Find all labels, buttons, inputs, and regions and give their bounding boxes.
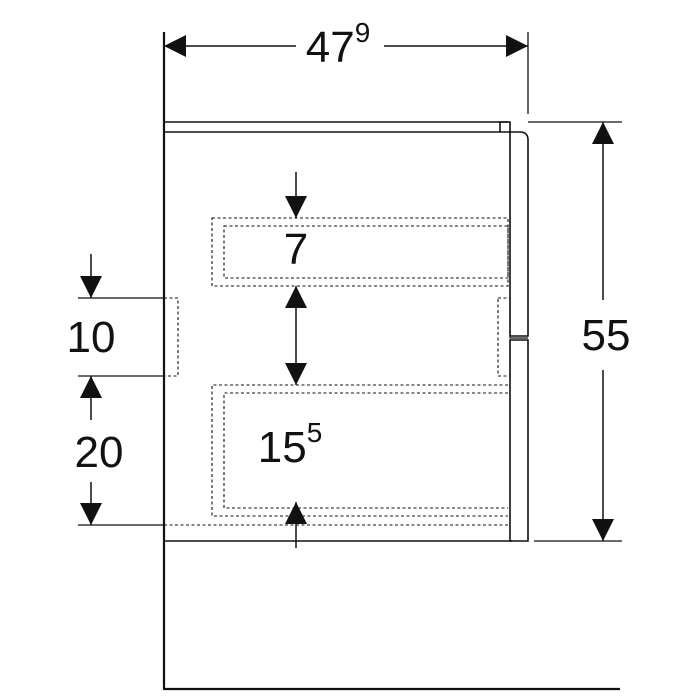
side-rail-outline [163, 297, 511, 377]
left-upper-label: 10 [67, 313, 116, 362]
height-dimension-label: 55 [582, 311, 631, 360]
left-lower-label: 20 [75, 428, 124, 477]
lower-drawer-label: 155 [258, 417, 323, 472]
left-dimensions: 10 20 [67, 254, 164, 526]
width-dimension: 479 [164, 17, 529, 114]
upper-drawer-label: 7 [284, 225, 308, 274]
cabinet-body [164, 121, 512, 542]
width-dimension-label: 479 [306, 17, 371, 72]
upper-drawer-dimension: 7 [284, 172, 308, 385]
upper-drawer-outline [211, 217, 509, 287]
lower-drawer-dimension: 155 [258, 417, 323, 548]
height-dimension: 55 [528, 121, 631, 542]
front-panel [509, 131, 529, 542]
lower-drawer-outline [164, 384, 508, 526]
